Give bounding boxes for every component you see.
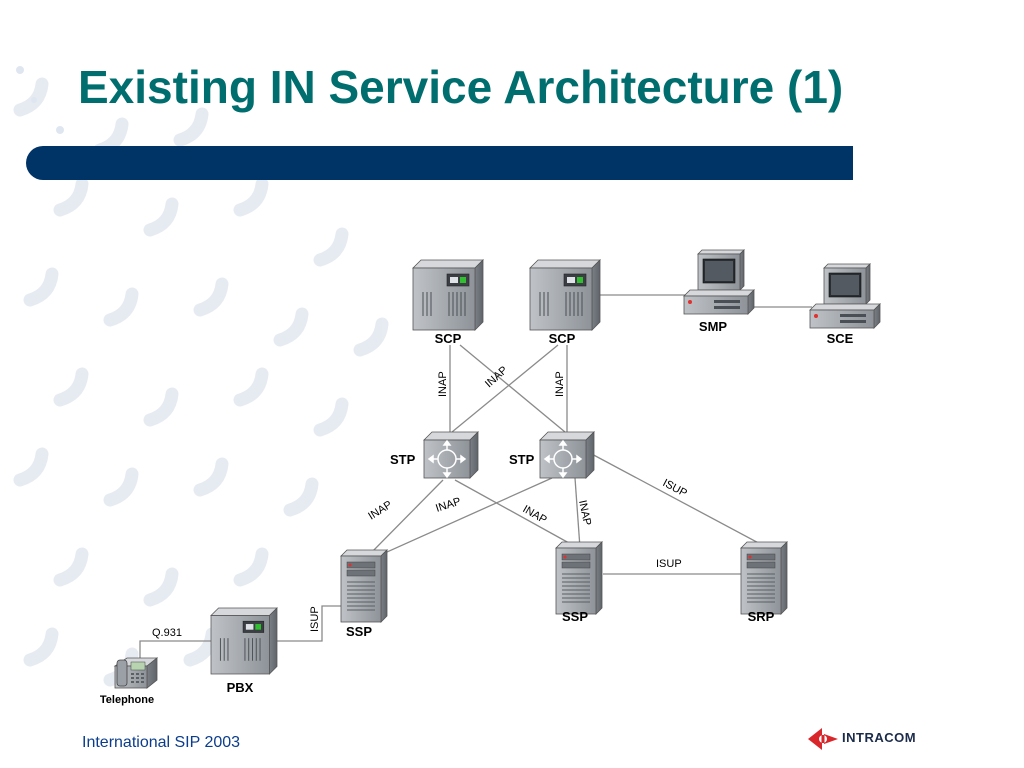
- link-scp1-stp2: [459, 344, 566, 433]
- node-label-telephone: Telephone: [100, 694, 154, 706]
- stp-router-icon: [423, 431, 479, 479]
- smp-workstation-icon: [683, 249, 755, 315]
- sce-workstation-icon: [809, 263, 881, 329]
- link-stp1-ssp1: [367, 479, 444, 557]
- label-link-stp1-ssp1: INAP: [366, 499, 394, 523]
- intracom-logo-text: INTRACOM: [842, 730, 917, 745]
- link-tel-pbx: [139, 640, 212, 662]
- slide-title: Existing IN Service Architecture (1): [78, 61, 844, 113]
- scp-server-icon: [412, 259, 484, 331]
- scp-server-icon: [529, 259, 601, 331]
- node-label-stp-1: STP: [390, 452, 416, 467]
- node-label-srp: SRP: [748, 609, 775, 624]
- label-link-tel-pbx: Q.931: [152, 627, 182, 639]
- ssp-server-icon: [340, 549, 388, 623]
- srp-server-icon: [740, 541, 788, 615]
- telephone-icon: [114, 657, 158, 689]
- node-label-scp-1: SCP: [435, 331, 462, 346]
- node-label-smp: SMP: [699, 319, 728, 334]
- label-link-stp2-srp: ISUP: [661, 477, 689, 500]
- link-pbx-ssp1: [276, 605, 342, 642]
- stp-router-icon: [539, 431, 595, 479]
- label-link-scp2-stp2: INAP: [554, 371, 566, 397]
- title-underline-bar: [26, 146, 853, 180]
- intracom-logo: INTRACOM: [806, 726, 946, 752]
- label-link-stp2-ssp1: INAP: [434, 496, 462, 515]
- intracom-logo-mark-icon: [808, 728, 838, 750]
- link-stp1-ssp2: [454, 479, 579, 549]
- ssp-server-icon: [555, 541, 603, 615]
- label-link-ssp2-srp: ISUP: [656, 558, 682, 570]
- node-label-ssp-1: SSP: [346, 624, 372, 639]
- node-label-stp-2: STP: [509, 452, 535, 467]
- link-stp2-ssp2: [574, 477, 581, 549]
- node-label-ssp-2: SSP: [562, 609, 588, 624]
- link-stp2-srp: [587, 451, 769, 549]
- node-label-sce: SCE: [827, 331, 854, 346]
- label-link-scp1-stp1: INAP: [437, 371, 449, 397]
- link-scp2-stp1: [451, 344, 559, 433]
- node-label-scp-2: SCP: [549, 331, 576, 346]
- footer-conference-name: International SIP 2003: [82, 734, 241, 751]
- label-link-pbx-ssp1: ISUP: [309, 606, 321, 632]
- node-label-pbx: PBX: [227, 680, 254, 695]
- pbx-switch-icon: [210, 607, 278, 675]
- label-link-stp2-ssp2: INAP: [576, 499, 593, 527]
- label-link-stp1-ssp2: INAP: [521, 503, 549, 526]
- link-stp2-ssp1: [377, 477, 553, 557]
